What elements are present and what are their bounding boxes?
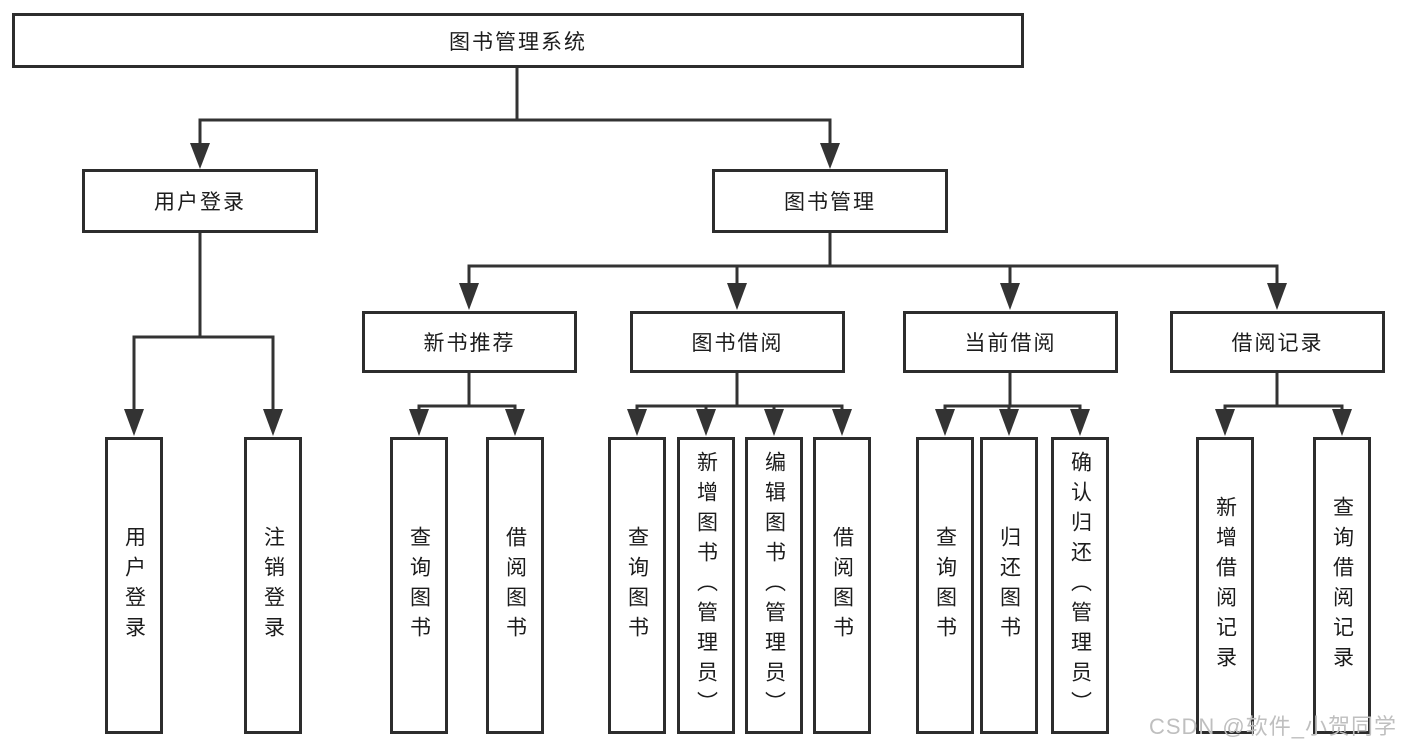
node-borrow-records: 借阅记录 — [1170, 311, 1385, 373]
leaf-user-login-label: 用户登录 — [122, 525, 146, 646]
leaf-newbooks-borrow-label: 借阅图书 — [503, 525, 527, 646]
leaf-user-login: 用户登录 — [105, 437, 163, 734]
leaf-currentborrow-query: 查询图书 — [916, 437, 974, 734]
node-user-login-label: 用户登录 — [154, 191, 246, 214]
node-book-borrow-label: 图书借阅 — [691, 332, 784, 355]
leaf-currentborrow-confirm: 确认归还（管理员） — [1051, 437, 1109, 734]
leaf-records-query: 查询借阅记录 — [1313, 437, 1371, 734]
leaf-bookborrow-borrow: 借阅图书 — [813, 437, 871, 734]
leaf-bookborrow-edit: 编辑图书（管理员） — [745, 437, 803, 734]
connector-userlogin-to-leaves — [124, 233, 283, 436]
leaf-logout-label: 注销登录 — [261, 525, 285, 646]
leaf-newbooks-query: 查询图书 — [390, 437, 448, 734]
node-book-mgmt-label: 图书管理 — [784, 191, 876, 214]
node-root-label: 图书管理系统 — [449, 30, 587, 54]
node-borrow-records-label: 借阅记录 — [1231, 332, 1324, 355]
leaf-currentborrow-query-label: 查询图书 — [933, 525, 957, 646]
node-new-books: 新书推荐 — [362, 311, 577, 373]
leaf-records-add: 新增借阅记录 — [1196, 437, 1254, 734]
leaf-bookborrow-add-label: 新增图书（管理员） — [694, 450, 718, 721]
connector-root-to-level2 — [190, 66, 840, 169]
node-current-borrow-label: 当前借阅 — [964, 332, 1057, 355]
leaf-bookborrow-edit-label: 编辑图书（管理员） — [762, 450, 786, 721]
leaf-currentborrow-confirm-label: 确认归还（管理员） — [1068, 450, 1092, 721]
leaf-bookborrow-query: 查询图书 — [608, 437, 666, 734]
leaf-logout: 注销登录 — [244, 437, 302, 734]
leaf-bookborrow-borrow-label: 借阅图书 — [830, 525, 854, 646]
leaf-currentborrow-return-label: 归还图书 — [997, 525, 1021, 646]
leaf-records-query-label: 查询借阅记录 — [1330, 495, 1354, 676]
leaf-newbooks-query-label: 查询图书 — [407, 525, 431, 646]
connector-bookmgmt-to-level3 — [459, 233, 1287, 310]
connector-bookborrow-to-leaves — [627, 373, 852, 436]
connector-newbooks-to-leaves — [409, 373, 525, 436]
connector-borrowrecords-to-leaves — [1215, 373, 1352, 436]
node-book-borrow: 图书借阅 — [630, 311, 845, 373]
leaf-bookborrow-add: 新增图书（管理员） — [677, 437, 735, 734]
leaf-currentborrow-return: 归还图书 — [980, 437, 1038, 734]
leaf-newbooks-borrow: 借阅图书 — [486, 437, 544, 734]
node-current-borrow: 当前借阅 — [903, 311, 1118, 373]
node-user-login: 用户登录 — [82, 169, 318, 233]
leaf-bookborrow-query-label: 查询图书 — [625, 525, 649, 646]
leaf-records-add-label: 新增借阅记录 — [1213, 495, 1237, 676]
node-root: 图书管理系统 — [12, 13, 1024, 68]
connector-currentborrow-to-leaves — [935, 373, 1090, 436]
node-book-mgmt: 图书管理 — [712, 169, 948, 233]
node-new-books-label: 新书推荐 — [423, 332, 516, 355]
